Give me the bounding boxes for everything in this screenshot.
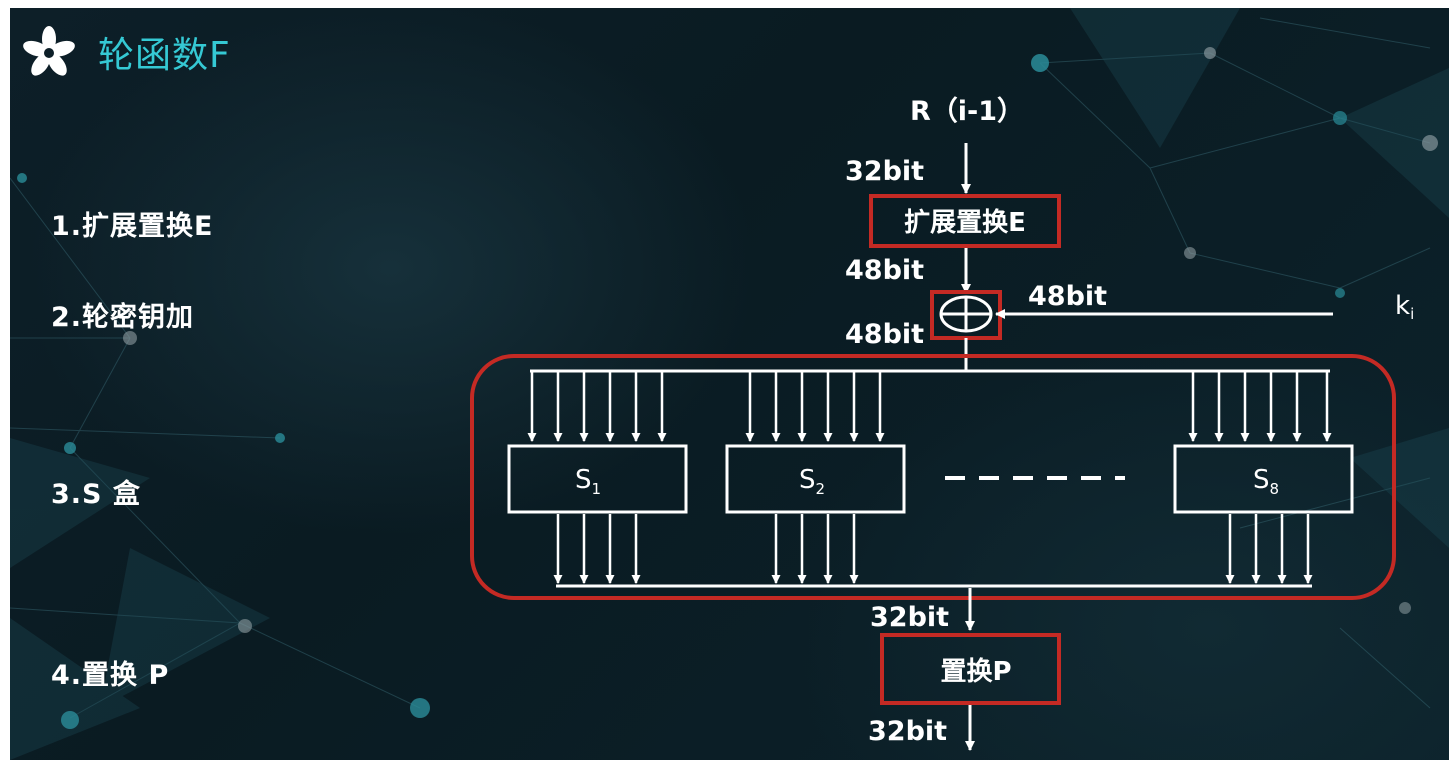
key-bits-label: 48bit	[1028, 281, 1107, 312]
step-expansion-label: 1.扩展置换E	[51, 211, 214, 242]
sbox2-input-arrows	[745, 371, 885, 442]
input-label: R（i-1）	[910, 96, 1024, 127]
step-sbox-label: 3.S 盒	[51, 479, 141, 510]
bits-out-label: 32bit	[868, 716, 947, 747]
sbox1-output-arrows	[553, 514, 641, 584]
sbox-group-highlight	[470, 354, 1396, 600]
sbox-1	[507, 444, 688, 514]
sbox-8	[1173, 444, 1354, 514]
sbox-2-label: S2	[799, 465, 825, 498]
sbox-1-label: S1	[575, 465, 601, 498]
expansion-box-label: 扩展置换E	[904, 208, 1026, 238]
round-function-diagram: R（i-1） 32bit 扩展置换E 48bit 48bit ki 48bit	[470, 96, 1414, 751]
flower-logo-icon	[23, 26, 75, 76]
bits-after-xor-label: 48bit	[845, 319, 924, 350]
bits-after-expansion-label: 48bit	[845, 255, 924, 286]
network-background	[10, 8, 1449, 760]
slide-title: 轮函数F	[98, 35, 231, 76]
sbox-8-label: S8	[1253, 465, 1279, 498]
sbox8-input-arrows	[1188, 371, 1332, 442]
slide: 轮函数F 1.扩展置换E 2.轮密钥加 3.S 盒 4.置换 P R（i-1） …	[10, 8, 1449, 760]
step-permutation-label: 4.置换 P	[51, 660, 170, 691]
permutation-box-label: 置换P	[940, 657, 1011, 687]
key-label: ki	[1395, 291, 1414, 323]
permutation-box	[880, 633, 1061, 705]
step-round-key-label: 2.轮密钥加	[51, 302, 195, 333]
expansion-box	[869, 194, 1061, 248]
sbox8-output-arrows	[1225, 514, 1313, 584]
bits-in-label: 32bit	[845, 156, 924, 187]
sbox2-output-arrows	[771, 514, 859, 584]
sbox1-input-arrows	[527, 371, 667, 442]
bits-after-sbox-label: 32bit	[870, 602, 949, 633]
sbox-2	[725, 444, 906, 514]
